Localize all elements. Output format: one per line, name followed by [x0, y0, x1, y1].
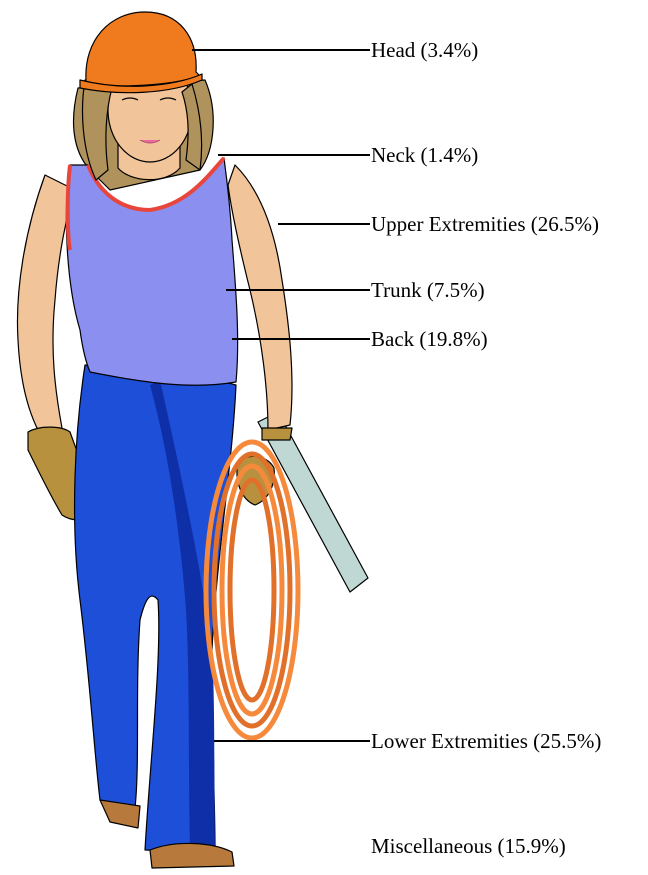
label-neck: Neck (1.4%) [371, 143, 478, 167]
right-glove-top [262, 428, 292, 440]
worker-illustration [17, 12, 368, 868]
right-arm [228, 165, 292, 430]
hardhat [84, 12, 200, 86]
label-upper-extremities: Upper Extremities (26.5%) [371, 212, 599, 236]
tank-top [66, 158, 237, 385]
right-boot [150, 843, 234, 868]
label-miscellaneous: Miscellaneous (15.9%) [371, 834, 566, 858]
label-back: Back (19.8%) [371, 327, 488, 351]
label-head: Head (3.4%) [371, 38, 478, 62]
label-lower-extremities: Lower Extremities (25.5%) [371, 729, 601, 753]
label-trunk: Trunk (7.5%) [371, 278, 485, 302]
body-part-labels: Head (3.4%) Neck (1.4%) Upper Extremitie… [371, 38, 601, 858]
